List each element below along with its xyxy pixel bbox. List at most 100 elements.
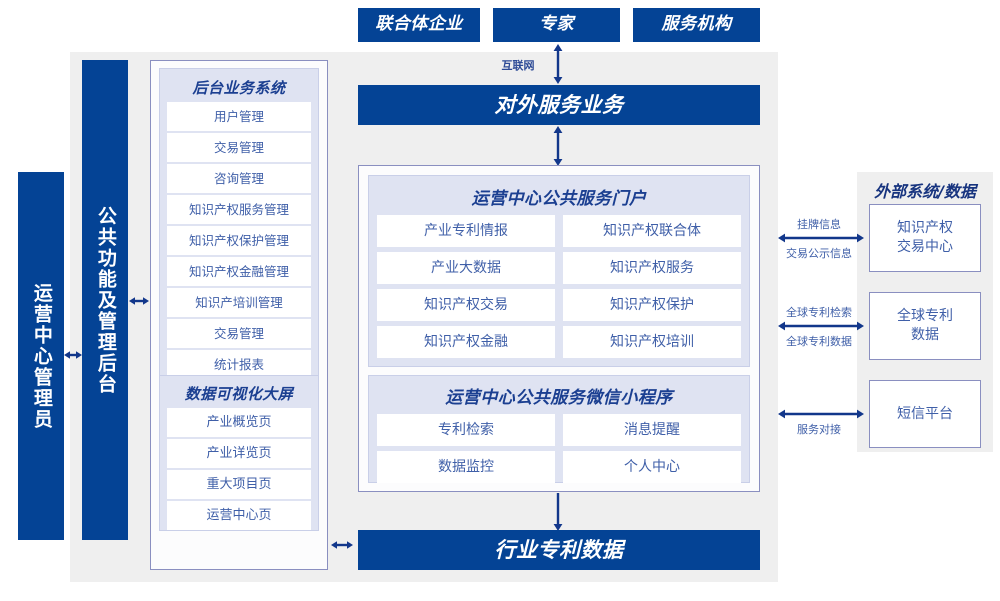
external-system-label: 知识产权 交易中心: [897, 220, 953, 255]
connector-label-below-2: 服务对接: [797, 423, 841, 436]
miniprogram-cell[interactable]: 消息提醒: [563, 414, 741, 446]
left-column-common-backend[interactable]: 公共功能及管理后台: [82, 60, 128, 540]
portal-cell-label: 知识产权金融: [424, 333, 508, 350]
visual-item-label: 运营中心页: [206, 507, 272, 523]
backend-item-list: 用户管理交易管理咨询管理知识产权服务管理知识产权保护管理知识产权金融管理知识产培…: [160, 98, 318, 379]
miniprogram-panel-title: 运营中心公共服务微信小程序: [445, 388, 673, 408]
external-system-box-2[interactable]: 短信平台: [869, 380, 981, 448]
industry-patent-data-label: 行业专利数据: [494, 537, 624, 562]
portal-cell[interactable]: 知识产权服务: [563, 252, 741, 284]
visual-item-label: 重大项目页: [206, 476, 272, 492]
visual-item[interactable]: 产业详览页: [167, 439, 311, 468]
portal-cell-label: 产业专利情报: [424, 222, 508, 239]
backend-item-label: 交易管理: [213, 140, 264, 155]
internet-label: 互联网: [501, 59, 535, 72]
visual-item[interactable]: 运营中心页: [167, 501, 311, 530]
visual-item-list: 产业概览页产业详览页重大项目页运营中心页: [160, 404, 318, 530]
wechat-miniprogram-panel: 运营中心公共服务微信小程序 专利检索 消息提醒数据监控 个人中心: [368, 375, 750, 483]
visual-item[interactable]: 重大项目页: [167, 470, 311, 499]
external-connector-arrow-1: [778, 321, 864, 331]
arrow-portal-to-industry-data: [553, 493, 563, 531]
portal-cell[interactable]: 知识产权联合体: [563, 215, 741, 247]
industry-patent-data-bar[interactable]: 行业专利数据: [358, 530, 760, 570]
left-column-label: 运营中心管理员: [30, 282, 53, 430]
backend-item[interactable]: 交易管理: [167, 133, 311, 162]
left-column-label: 公共功能及管理后台: [94, 205, 117, 395]
connector-label-above-1: 全球专利检索: [786, 306, 852, 319]
backend-item-label: 统计报表: [213, 357, 264, 372]
top-actor-box-2[interactable]: 服务机构: [633, 8, 760, 42]
external-system-label: 短信平台: [897, 405, 953, 422]
miniprogram-cell-row: 专利检索 消息提醒: [377, 414, 741, 446]
top-actor-label: 专家: [539, 14, 574, 35]
portal-cell-label: 产业大数据: [431, 259, 501, 276]
portal-cell-grid: 产业专利情报知识产权联合体产业大数据知识产权服务知识产权交易知识产权保护知识产权…: [369, 209, 749, 358]
backend-item-label: 交易管理: [213, 326, 264, 341]
backend-item-label: 知识产权金融管理: [188, 264, 289, 279]
miniprogram-cell-label: 专利检索: [438, 421, 494, 438]
backend-item[interactable]: 知识产权服务管理: [167, 195, 311, 224]
backend-item-label: 咨询管理: [213, 171, 264, 186]
backend-item[interactable]: 统计报表: [167, 350, 311, 379]
portal-cell[interactable]: 知识产权金融: [377, 326, 555, 358]
external-connector-arrow-2: [778, 409, 864, 419]
visual-item[interactable]: 产业概览页: [167, 408, 311, 437]
portal-cell-label: 知识产权联合体: [603, 222, 701, 239]
connector-label-below-1: 全球专利数据: [786, 335, 852, 348]
external-system-box-1[interactable]: 全球专利 数据: [869, 292, 981, 360]
backend-item-label: 知识产培训管理: [195, 295, 283, 310]
external-system-label: 全球专利 数据: [897, 308, 953, 343]
portal-cell-row: 知识产权交易 知识产权保护: [377, 289, 741, 321]
arrow-service-to-portal: [553, 126, 563, 166]
external-system-box-0[interactable]: 知识产权 交易中心: [869, 204, 981, 272]
backend-item-label: 用户管理: [213, 109, 264, 124]
external-connector-arrow-0: [778, 233, 864, 243]
external-panel-title: 外部系统/数据: [874, 182, 976, 201]
backend-item[interactable]: 知识产培训管理: [167, 288, 311, 317]
backend-item-label: 知识产权服务管理: [188, 202, 289, 217]
top-actor-box-0[interactable]: 联合体企业: [358, 8, 480, 42]
external-service-label: 对外服务业务: [494, 92, 624, 117]
portal-cell-label: 知识产权交易: [424, 296, 508, 313]
arrow-internet: [553, 44, 563, 84]
arrow-operator-to-backend: [64, 351, 82, 359]
portal-cell[interactable]: 知识产权保护: [563, 289, 741, 321]
portal-cell[interactable]: 知识产权交易: [377, 289, 555, 321]
portal-cell-label: 知识产权培训: [610, 333, 694, 350]
miniprogram-cell-grid: 专利检索 消息提醒数据监控 个人中心: [369, 408, 749, 483]
miniprogram-cell-label: 消息提醒: [624, 421, 680, 438]
miniprogram-cell-label: 数据监控: [438, 458, 494, 475]
portal-cell-row: 产业专利情报 知识产权联合体: [377, 215, 741, 247]
data-visualization-panel: 数据可视化大屏 产业概览页产业详览页重大项目页运营中心页: [159, 375, 319, 531]
portal-cell-row: 知识产权金融 知识产权培训: [377, 326, 741, 358]
portal-cell[interactable]: 产业专利情报: [377, 215, 555, 247]
portal-cell[interactable]: 知识产权培训: [563, 326, 741, 358]
portal-cell-row: 产业大数据 知识产权服务: [377, 252, 741, 284]
top-actor-box-1[interactable]: 专家: [493, 8, 620, 42]
backend-item[interactable]: 知识产权金融管理: [167, 257, 311, 286]
backend-business-system-panel: 后台业务系统 用户管理交易管理咨询管理知识产权服务管理知识产权保护管理知识产权金…: [159, 68, 319, 386]
visual-panel-title: 数据可视化大屏: [184, 385, 294, 403]
arrow-visual-to-industry-data: [331, 541, 353, 549]
external-service-bar[interactable]: 对外服务业务: [358, 85, 760, 125]
miniprogram-cell[interactable]: 专利检索: [377, 414, 555, 446]
public-service-portal-panel: 运营中心公共服务门户 产业专利情报 知识产权联合体产业大数据 知识产权服务知识产权交…: [368, 175, 750, 367]
portal-panel-title: 运营中心公共服务门户: [471, 189, 647, 209]
miniprogram-cell[interactable]: 个人中心: [563, 451, 741, 483]
backend-item[interactable]: 咨询管理: [167, 164, 311, 193]
top-actor-label: 服务机构: [661, 14, 732, 35]
left-column-operator[interactable]: 运营中心管理员: [18, 172, 64, 540]
miniprogram-cell[interactable]: 数据监控: [377, 451, 555, 483]
backend-item[interactable]: 交易管理: [167, 319, 311, 348]
backend-item-label: 知识产权保护管理: [188, 233, 289, 248]
miniprogram-cell-row: 数据监控 个人中心: [377, 451, 741, 483]
backend-panel-title: 后台业务系统: [192, 79, 286, 97]
backend-item[interactable]: 用户管理: [167, 102, 311, 131]
top-actor-label: 联合体企业: [375, 14, 463, 35]
portal-cell[interactable]: 产业大数据: [377, 252, 555, 284]
miniprogram-cell-label: 个人中心: [624, 458, 680, 475]
portal-cell-label: 知识产权服务: [610, 259, 694, 276]
visual-item-label: 产业概览页: [206, 414, 272, 430]
backend-item[interactable]: 知识产权保护管理: [167, 226, 311, 255]
